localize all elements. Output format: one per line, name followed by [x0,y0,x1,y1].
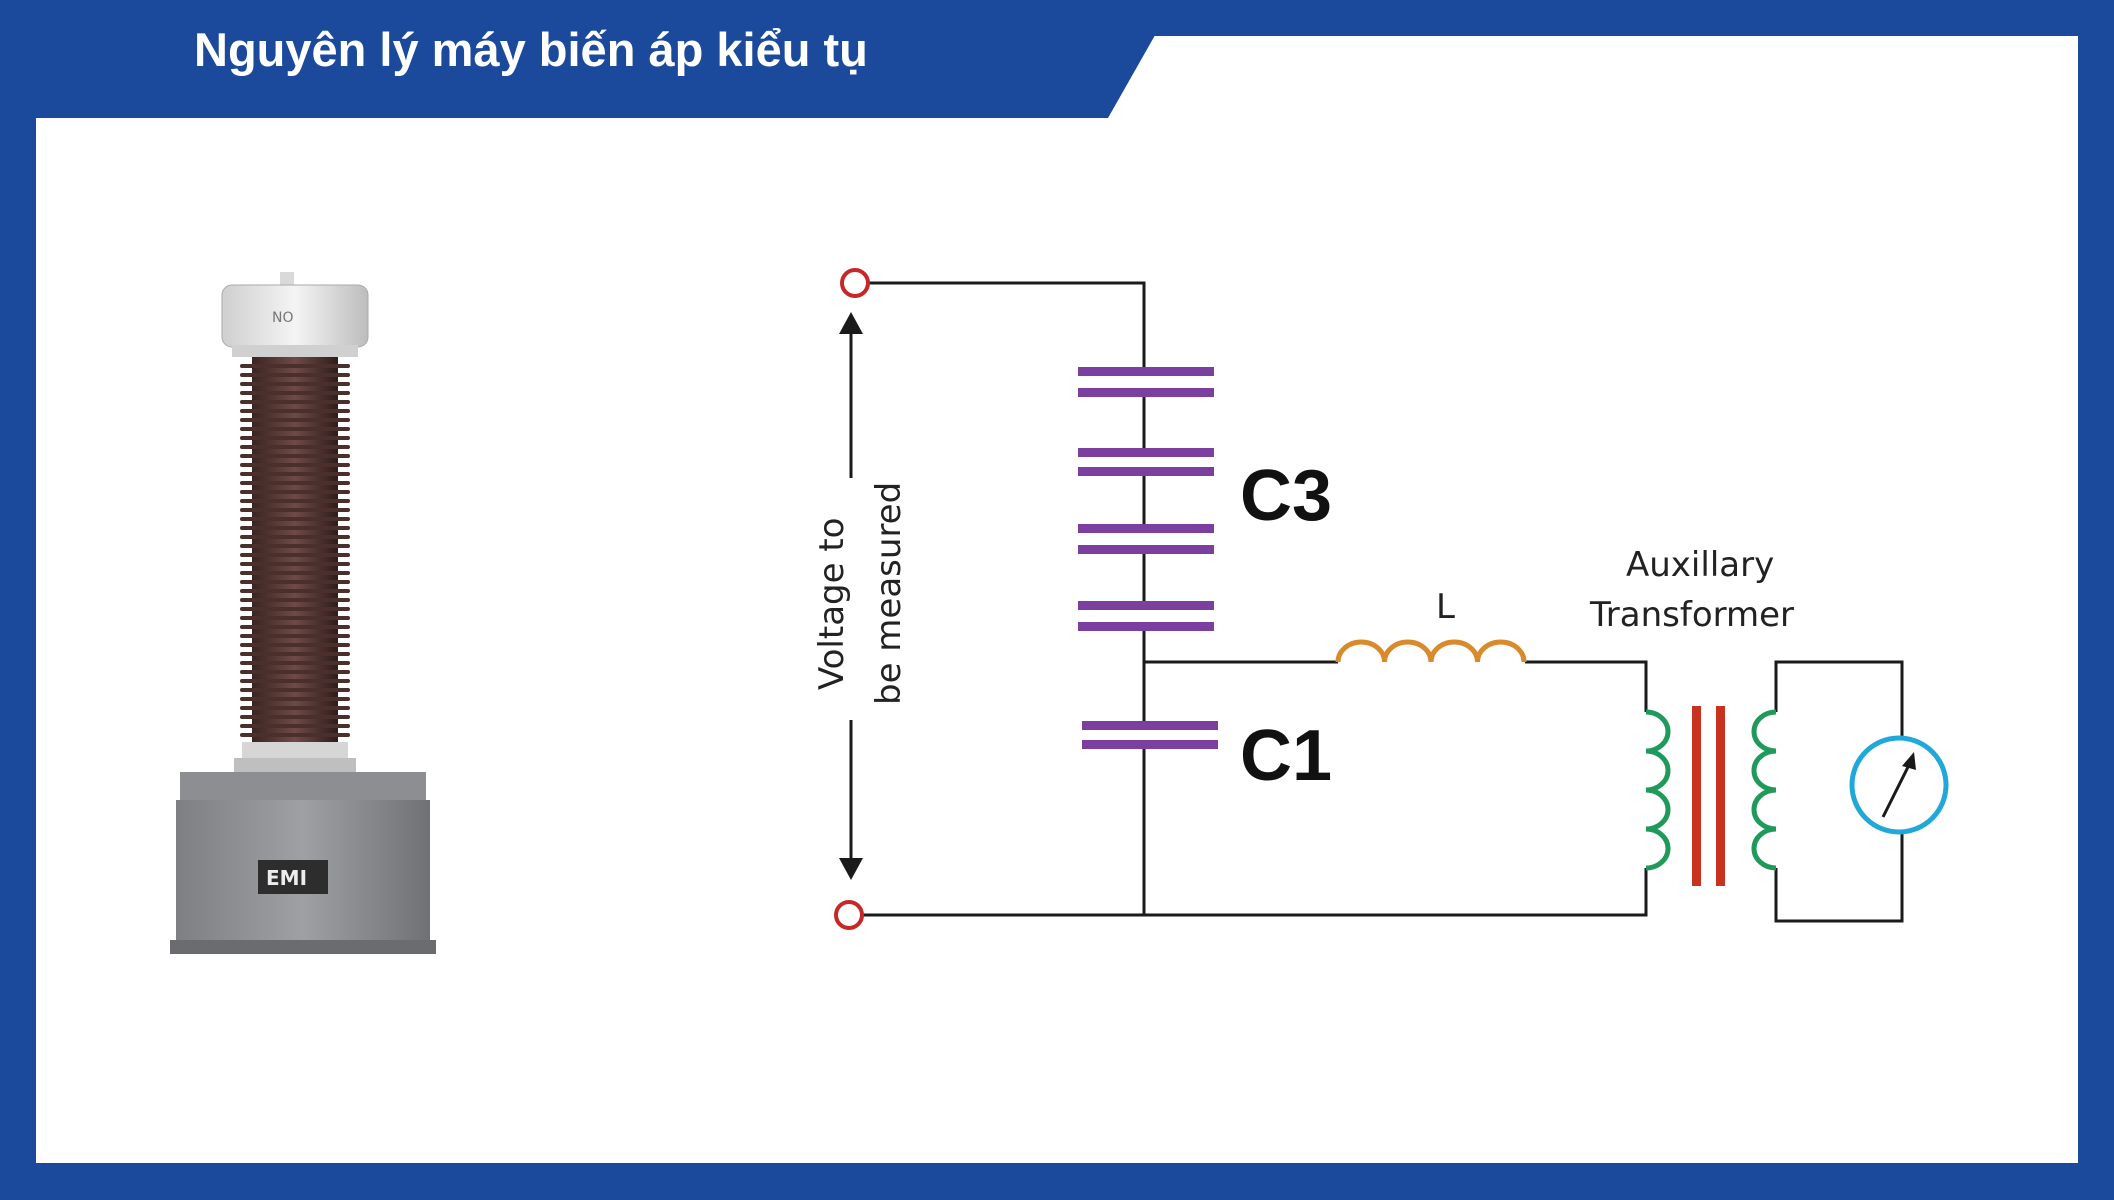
voltage-label-line1: Voltage to [812,518,852,690]
top-cap: NO [221,272,369,357]
capacitor-stack-c3 [1078,367,1214,631]
insulator-shed [240,472,350,476]
label-c3: C3 [1240,456,1332,536]
primary-winding [1645,709,1671,871]
insulator-shed [240,445,350,449]
porcelain-insulator [240,357,350,742]
meter-needle-head [1902,752,1916,770]
insulator-shed [240,490,350,494]
insulator-shed [240,517,350,521]
capacitor-plate [1082,721,1218,730]
insulator-shed [240,499,350,503]
insulator-shed [240,553,350,557]
transformer-core-bar [1716,706,1725,886]
electromagnetic-unit-tank: EMI [170,772,436,954]
insulator-shed [240,463,350,467]
insulator-shed [240,634,350,638]
insulator-shed [240,562,350,566]
capacitor-plate [1078,367,1214,376]
insulator-shed [240,481,350,485]
insulator-shed [240,733,350,737]
insulator-shed [240,544,350,548]
secondary-winding [1751,709,1777,871]
insulator-shed [240,616,350,620]
capacitor-plate [1078,622,1214,631]
insulator-shed [240,526,350,530]
insulator-shed [240,400,350,404]
aux-transformer-label-line1: Auxillary [1626,545,1774,585]
insulator-shed [240,571,350,575]
insulator-shed [240,508,350,512]
voltmeter [1849,735,1949,835]
insulator-shed [240,715,350,719]
insulator-shed [240,373,350,377]
insulator-shed [240,418,350,422]
insulator-shed [240,364,350,368]
insulator-shed [240,625,350,629]
insulator-shed [240,589,350,593]
insulator-shed [240,427,350,431]
capacitor-plate [1078,467,1214,476]
insulator-shed [240,535,350,539]
insulator-shed [240,670,350,674]
title-banner: Nguyên lý máy biến áp kiểu tụ [0,0,1175,118]
terminal-bottom [834,900,864,930]
capacitor-plate [1078,524,1214,533]
insulator-shed [240,454,350,458]
insulator-shed [240,652,350,656]
cvt-device-illustration: NO EMI [170,272,436,954]
transformer-core-bar [1692,706,1701,886]
label-c1: C1 [1240,716,1332,796]
arrow-head-up [839,312,863,334]
insulator-shed [240,598,350,602]
capacitor-plate [1078,545,1214,554]
insulator-shed [240,643,350,647]
insulator-shed [240,688,350,692]
insulator-shed [240,679,350,683]
capacitor-plate [1078,601,1214,610]
meter-needle [1881,762,1912,818]
capacitor-plate [1078,388,1214,397]
insulator-shed [240,580,350,584]
capacitor-plate [1082,740,1218,749]
insulator-shed [240,607,350,611]
insulator-shed [240,724,350,728]
insulator-shed [240,436,350,440]
cap-marking: NO [272,310,294,326]
capacitor-plate [1078,448,1214,457]
inductor-coil [1335,639,1527,663]
circuit-wires [862,281,1904,923]
terminal-top [840,268,870,298]
content-panel [36,36,2078,1163]
label-inductor: L [1436,587,1455,627]
nameplate-text: EMI [266,866,307,890]
insulator-shed [240,409,350,413]
voltage-label-line2: be measured [869,482,909,705]
insulator-shed [240,706,350,710]
insulator-shed [240,382,350,386]
insulator-shed [240,697,350,701]
insulator-shed [240,391,350,395]
aux-transformer-label-line2: Transformer [1589,595,1794,635]
page-title: Nguyên lý máy biến áp kiểu tụ [194,23,868,76]
arrow-head-down [839,858,863,880]
capacitor-c1 [1082,721,1218,749]
insulator-shed [240,661,350,665]
base-flange [234,742,356,772]
